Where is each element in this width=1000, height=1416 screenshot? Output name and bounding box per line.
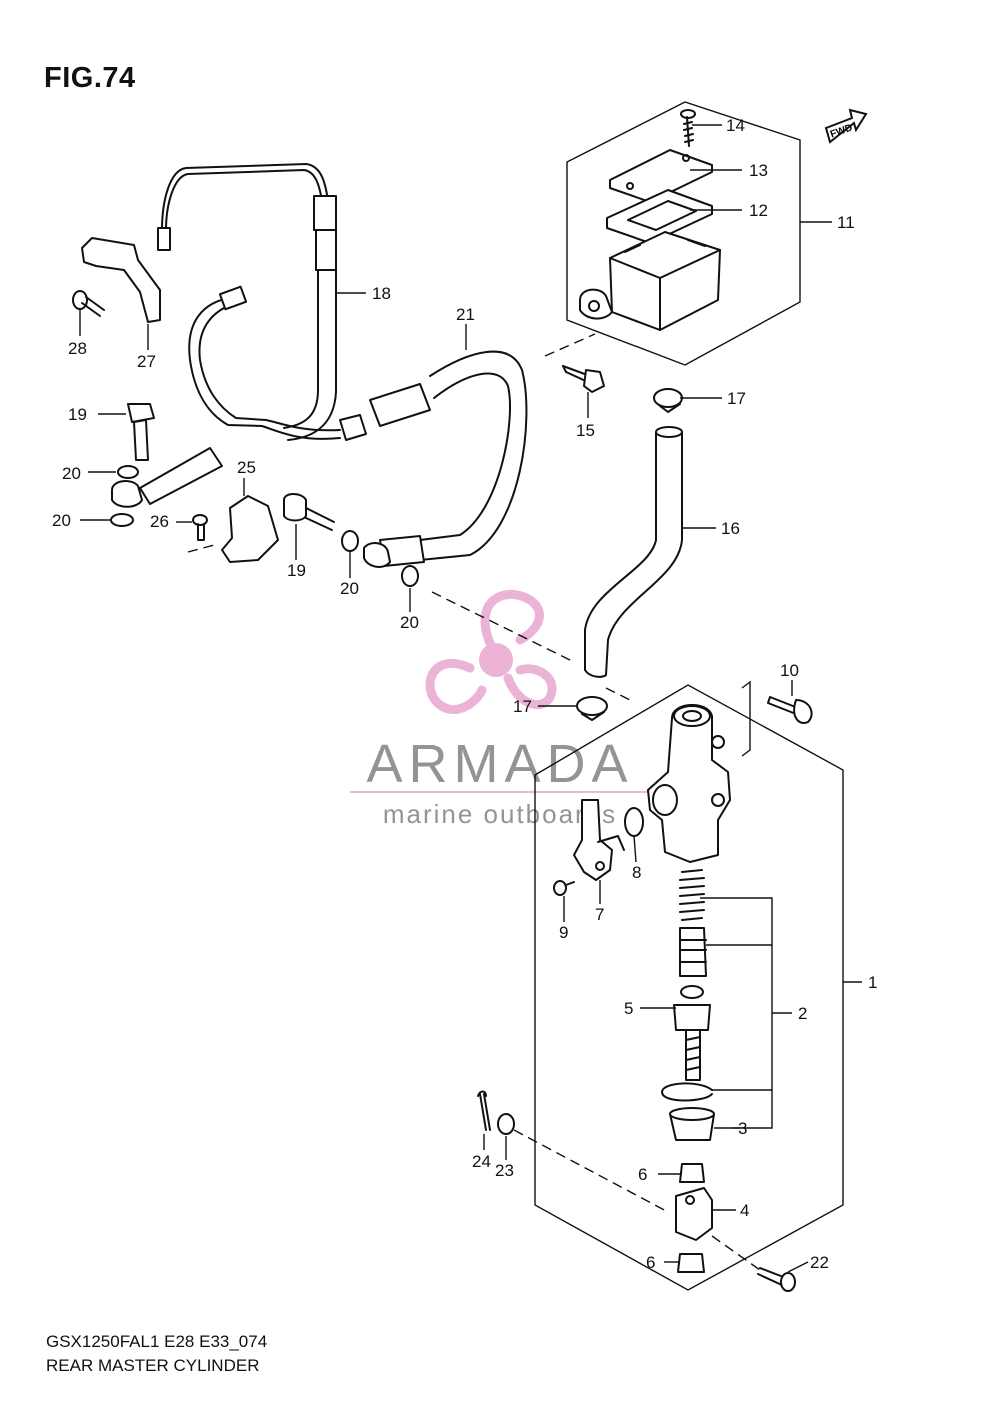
circlip (661, 1082, 713, 1102)
push-rod-seal (673, 985, 711, 1081)
brake-hose-21 (339, 350, 528, 567)
piston-spring-set (679, 869, 707, 977)
mounting-bolt-10 (767, 696, 813, 724)
master-cylinder-body (647, 703, 731, 863)
figure-title: FIG.74 (44, 62, 136, 94)
callout-16: 16 (721, 519, 740, 538)
callout-21: 21 (456, 305, 475, 324)
callout-6-lower: 6 (646, 1253, 655, 1272)
cotter-pin (477, 1090, 491, 1131)
fwd-arrow-icon: FWD (824, 108, 868, 144)
callout-19-right: 19 (287, 561, 306, 580)
clevis-pin (757, 1267, 796, 1292)
hose-bracket (81, 237, 161, 323)
callout-12: 12 (749, 201, 768, 220)
banjo-bolt-left (127, 403, 155, 461)
callout-26: 26 (150, 512, 169, 531)
lock-nut-lower (677, 1253, 705, 1273)
brake-pipe (188, 297, 341, 440)
callout-9: 9 (559, 923, 568, 942)
clip-screw (192, 514, 208, 541)
callout-13: 13 (749, 161, 768, 180)
callout-27: 27 (137, 352, 156, 371)
o-ring (624, 807, 644, 837)
watermark-tagline: marine outboards (383, 799, 617, 829)
callout-18: 18 (372, 284, 391, 303)
banjo-fitting-left (111, 447, 223, 508)
master-cylinder-group-outline (534, 684, 844, 1291)
washer-20-d (401, 565, 419, 587)
washer-20-c (341, 530, 359, 552)
hose-clamp-lower (576, 696, 608, 721)
figure-footer: GSX1250FAL1 E28 E33_074 REAR MASTER CYLI… (46, 1330, 267, 1378)
callout-5: 5 (624, 999, 633, 1018)
callout-8: 8 (632, 863, 641, 882)
reservoir-bolt (562, 365, 605, 393)
callout-4: 4 (740, 1201, 749, 1220)
model-code: GSX1250FAL1 E28 E33_074 (46, 1332, 268, 1351)
watermark-logo-icon (425, 589, 557, 715)
washer-23 (497, 1113, 515, 1135)
connector-screw (553, 880, 575, 896)
reservoir-plate (606, 189, 713, 244)
callout-14: 14 (726, 116, 745, 135)
reservoir-cap-screw (680, 109, 696, 147)
leader-lines (79, 124, 862, 1273)
hose-clip (221, 495, 279, 563)
callout-23: 23 (495, 1161, 514, 1180)
hose-18-fitting (313, 195, 337, 271)
callout-2: 2 (798, 1004, 807, 1023)
reservoir-group-outline (566, 101, 801, 366)
callout-25: 25 (237, 458, 256, 477)
hose-connector (573, 799, 625, 881)
callout-17-upper: 17 (727, 389, 746, 408)
callout-20-a: 20 (62, 464, 81, 483)
banjo-bolt-right (283, 493, 335, 531)
callout-15: 15 (576, 421, 595, 440)
lock-nut-upper (679, 1163, 705, 1183)
callout-6-upper: 6 (638, 1165, 647, 1184)
callout-10: 10 (780, 661, 799, 680)
callout-20-c: 20 (340, 579, 359, 598)
reservoir-cap (609, 149, 713, 203)
figure-caption: REAR MASTER CYLINDER (46, 1356, 260, 1375)
watermark-brand: ARMADA (366, 734, 633, 794)
callout-28: 28 (68, 339, 87, 358)
callout-1: 1 (868, 973, 877, 992)
callouts: 1 2 3 4 5 6 6 7 8 9 10 11 12 13 14 15 16… (52, 116, 877, 1272)
brake-hose-18 (161, 163, 329, 231)
washer-20-a (117, 465, 139, 479)
callout-24: 24 (472, 1152, 491, 1171)
callout-22: 22 (810, 1253, 829, 1272)
callout-19-left: 19 (68, 405, 87, 424)
bracket-bolt (72, 290, 105, 317)
reservoir-hose (584, 431, 683, 676)
hose-clamp-upper (653, 388, 683, 413)
callout-20-d: 20 (400, 613, 419, 632)
callout-7: 7 (595, 905, 604, 924)
washer-20-b (110, 513, 134, 527)
banjo-fitting-right (363, 542, 391, 568)
clevis (675, 1187, 713, 1241)
callout-20-b: 20 (52, 511, 71, 530)
callout-3: 3 (738, 1119, 747, 1138)
callout-11: 11 (837, 213, 855, 232)
callout-17-lower: 17 (513, 697, 532, 716)
reservoir-body (579, 231, 721, 331)
